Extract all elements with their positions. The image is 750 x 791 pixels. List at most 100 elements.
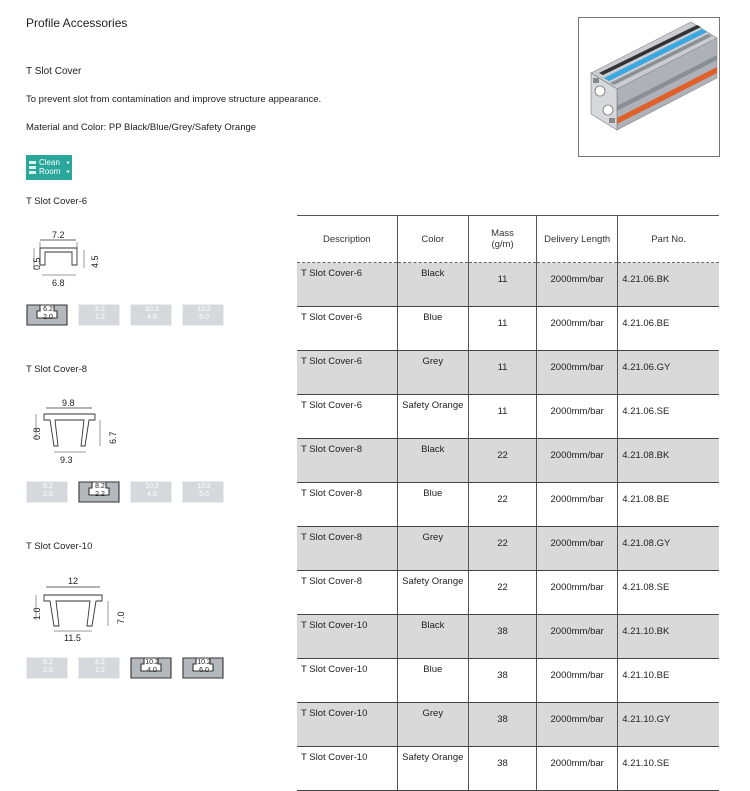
table-cell: 2000mm/bar	[536, 394, 618, 439]
table-cell: 4.21.10.GY	[617, 702, 719, 747]
table-cell: Grey	[396, 702, 469, 747]
col-part-no: Part No.	[617, 215, 719, 263]
table-cell: 22	[467, 526, 537, 571]
cube-icon	[29, 160, 36, 174]
col-mass: Mass (g/m)	[467, 215, 537, 263]
dim-thickness: 0.5	[32, 257, 42, 270]
product-description: To prevent slot from contamination and i…	[26, 94, 322, 105]
clean-room-badge: Clean Room ◂ ◂	[26, 155, 72, 180]
table-cell: T Slot Cover-8	[297, 526, 398, 571]
product-photo	[578, 17, 720, 157]
col-description: Description	[297, 215, 398, 263]
table-cell: 2000mm/bar	[536, 438, 618, 483]
table-cell: 38	[467, 614, 537, 659]
table-cell: Safety Orange	[396, 746, 469, 791]
table-cell: 2000mm/bar	[536, 482, 618, 527]
dim-thickness: 1.0	[32, 607, 42, 620]
table-cell: 11	[467, 306, 537, 351]
table-cell: 4.21.10.BK	[617, 614, 719, 659]
table-cell: T Slot Cover-6	[297, 394, 398, 439]
table-cell: 2000mm/bar	[536, 262, 618, 307]
table-cell: T Slot Cover-6	[297, 350, 398, 395]
dim-thickness: 0.8	[32, 427, 42, 440]
table-cell: 11	[467, 394, 537, 439]
table-cell: Black	[396, 262, 469, 307]
product-subtitle: T Slot Cover	[26, 66, 82, 77]
table-cell: T Slot Cover-6	[297, 262, 398, 307]
table-cell: Blue	[396, 306, 469, 351]
table-cell: T Slot Cover-10	[297, 658, 398, 703]
table-cell: Black	[396, 438, 469, 483]
table-cell: Safety Orange	[396, 570, 469, 615]
table-cell: T Slot Cover-10	[297, 614, 398, 659]
table-cell: 2000mm/bar	[536, 570, 618, 615]
table-cell: Grey	[396, 350, 469, 395]
table-cell: 11	[467, 350, 537, 395]
table-cell: 22	[467, 438, 537, 483]
table-cell: 4.21.06.BK	[617, 262, 719, 307]
table-cell: 2000mm/bar	[536, 658, 618, 703]
table-cell: 38	[467, 658, 537, 703]
table-cell: 4.21.06.GY	[617, 350, 719, 395]
table-cell: 4.21.06.BE	[617, 306, 719, 351]
material-info: Material and Color: PP Black/Blue/Grey/S…	[26, 122, 257, 133]
cover10-dimension-drawing: 12 1.0 7.0 11.5	[32, 576, 124, 643]
table-cell: 4.21.06.SE	[617, 394, 719, 439]
badge-line2: Room	[39, 167, 61, 176]
spec-table: Description Color Mass (g/m) Delivery Le…	[297, 215, 719, 791]
table-cell: 2000mm/bar	[536, 306, 618, 351]
table-cell: 11	[467, 262, 537, 307]
dim-width-bottom: 9.3	[60, 455, 73, 465]
table-cell: Blue	[396, 658, 469, 703]
section-label-cover10: T Slot Cover-10	[26, 541, 93, 552]
table-cell: T Slot Cover-8	[297, 482, 398, 527]
dim-width-bottom: 6.8	[52, 278, 65, 288]
table-cell: 4.21.08.SE	[617, 570, 719, 615]
profile-illustration	[590, 21, 718, 131]
table-cell: Black	[396, 614, 469, 659]
dim-height: 4.5	[90, 255, 100, 268]
table-header-row: Description Color Mass (g/m) Delivery Le…	[297, 215, 719, 263]
table-cell: 22	[467, 482, 537, 527]
arrow-icon: ◂	[65, 169, 69, 175]
table-cell: 2000mm/bar	[536, 702, 618, 747]
col-color: Color	[396, 215, 469, 263]
table-cell: Safety Orange	[396, 394, 469, 439]
table-cell: 4.21.10.BE	[617, 658, 719, 703]
table-cell: 38	[467, 746, 537, 791]
dim-height: 7.0	[116, 611, 124, 624]
table-cell: T Slot Cover-6	[297, 306, 398, 351]
table-cell: 4.21.08.BK	[617, 438, 719, 483]
dim-width-top: 9.8	[62, 398, 75, 408]
table-cell: T Slot Cover-8	[297, 438, 398, 483]
table-cell: Blue	[396, 482, 469, 527]
table-cell: 4.21.08.GY	[617, 526, 719, 571]
table-cell: 2000mm/bar	[536, 746, 618, 791]
table-cell: 2000mm/bar	[536, 350, 618, 395]
table-cell: 2000mm/bar	[536, 614, 618, 659]
arrow-icon: ◂	[65, 160, 69, 166]
table-cell: T Slot Cover-10	[297, 746, 398, 791]
page-title: Profile Accessories	[26, 16, 128, 30]
dim-width-top: 12	[68, 576, 78, 586]
table-cell: 22	[467, 570, 537, 615]
